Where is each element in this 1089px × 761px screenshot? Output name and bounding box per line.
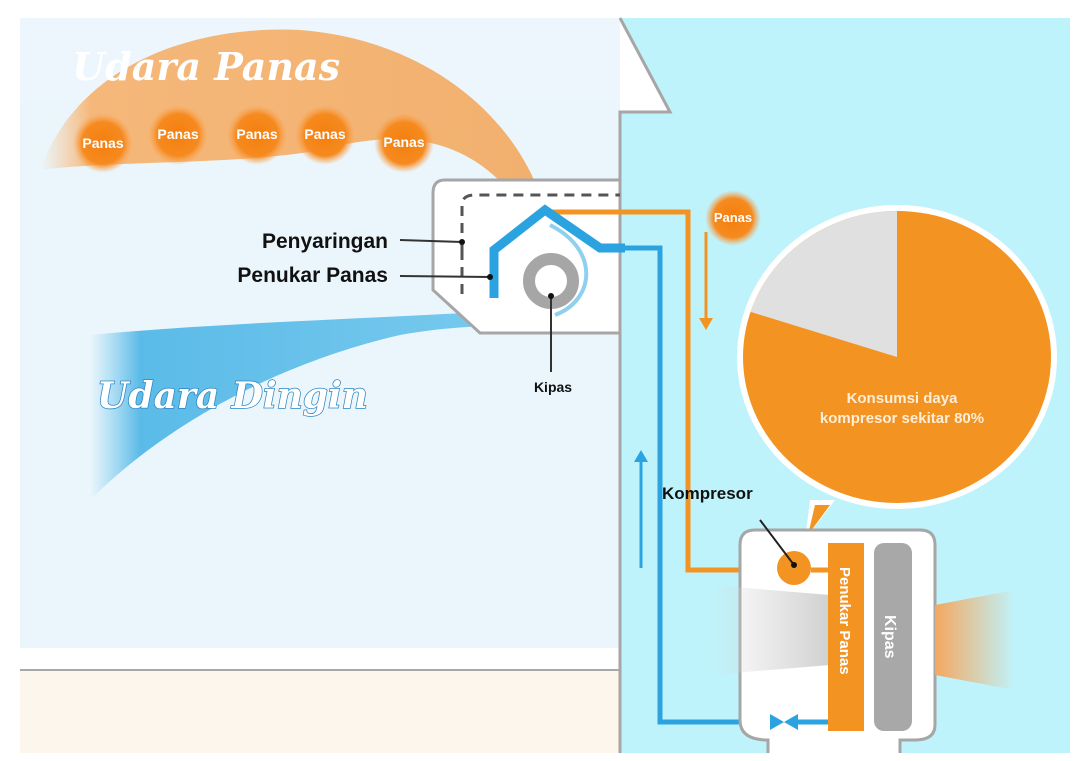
outdoor-heat-exchanger <box>828 543 864 731</box>
pie-slice-other <box>750 211 897 357</box>
heat-bubble <box>148 105 208 165</box>
callout-line2: kompresor sekitar 80% <box>820 410 984 427</box>
hot-air-title: Udara Panas <box>72 44 340 89</box>
hot-air-flow <box>40 29 545 220</box>
heat-bubble-label: Panas <box>157 126 198 142</box>
refrigerant-line-cold <box>600 245 770 725</box>
indoor-heat-exchanger <box>489 204 625 298</box>
callout-line1: Konsumsi daya <box>847 390 959 407</box>
heat-bubble <box>227 105 287 165</box>
outdoor-unit <box>710 519 1015 753</box>
filter <box>460 193 620 250</box>
floor-area <box>20 671 620 753</box>
outdoor-heat-bubble <box>705 190 761 246</box>
outdoor-fan-label: Kipas <box>881 615 898 659</box>
cold-flow-arrow-head <box>634 450 648 462</box>
heat-bubble <box>73 113 133 173</box>
outdoor-heat-exchanger-label: Penukar Panas <box>836 567 853 675</box>
outdoor-heat-bubble-label: Panas <box>714 210 752 225</box>
heat-arrow-head <box>699 318 713 330</box>
heat-bubble-label: Panas <box>304 126 345 142</box>
compressor-callout <box>737 205 1057 540</box>
heat-bubbles: Panas Panas Panas Panas Panas <box>73 105 434 173</box>
heat-bubble <box>374 113 434 173</box>
cold-air-title: Udara Dingin <box>97 375 368 417</box>
heat-bubble-label: Panas <box>383 134 424 150</box>
compressor-label: Kompresor <box>662 484 753 503</box>
heat-bubble <box>295 105 355 165</box>
pie-slice-other <box>750 211 897 357</box>
heat-bubble-label: Panas <box>82 135 123 151</box>
expansion-valve <box>770 714 784 730</box>
filter-label: Penyaringan <box>262 230 388 253</box>
outdoor-hot-air-flow <box>935 590 1015 690</box>
indoor-fan-label: Kipas <box>534 379 572 395</box>
heat-bubble-label: Panas <box>236 126 277 142</box>
outdoor-fan <box>874 543 912 731</box>
cold-air-flow <box>90 305 590 500</box>
wall-outline <box>618 17 673 753</box>
indoor-heat-exchanger-label: Penukar Panas <box>237 264 388 287</box>
